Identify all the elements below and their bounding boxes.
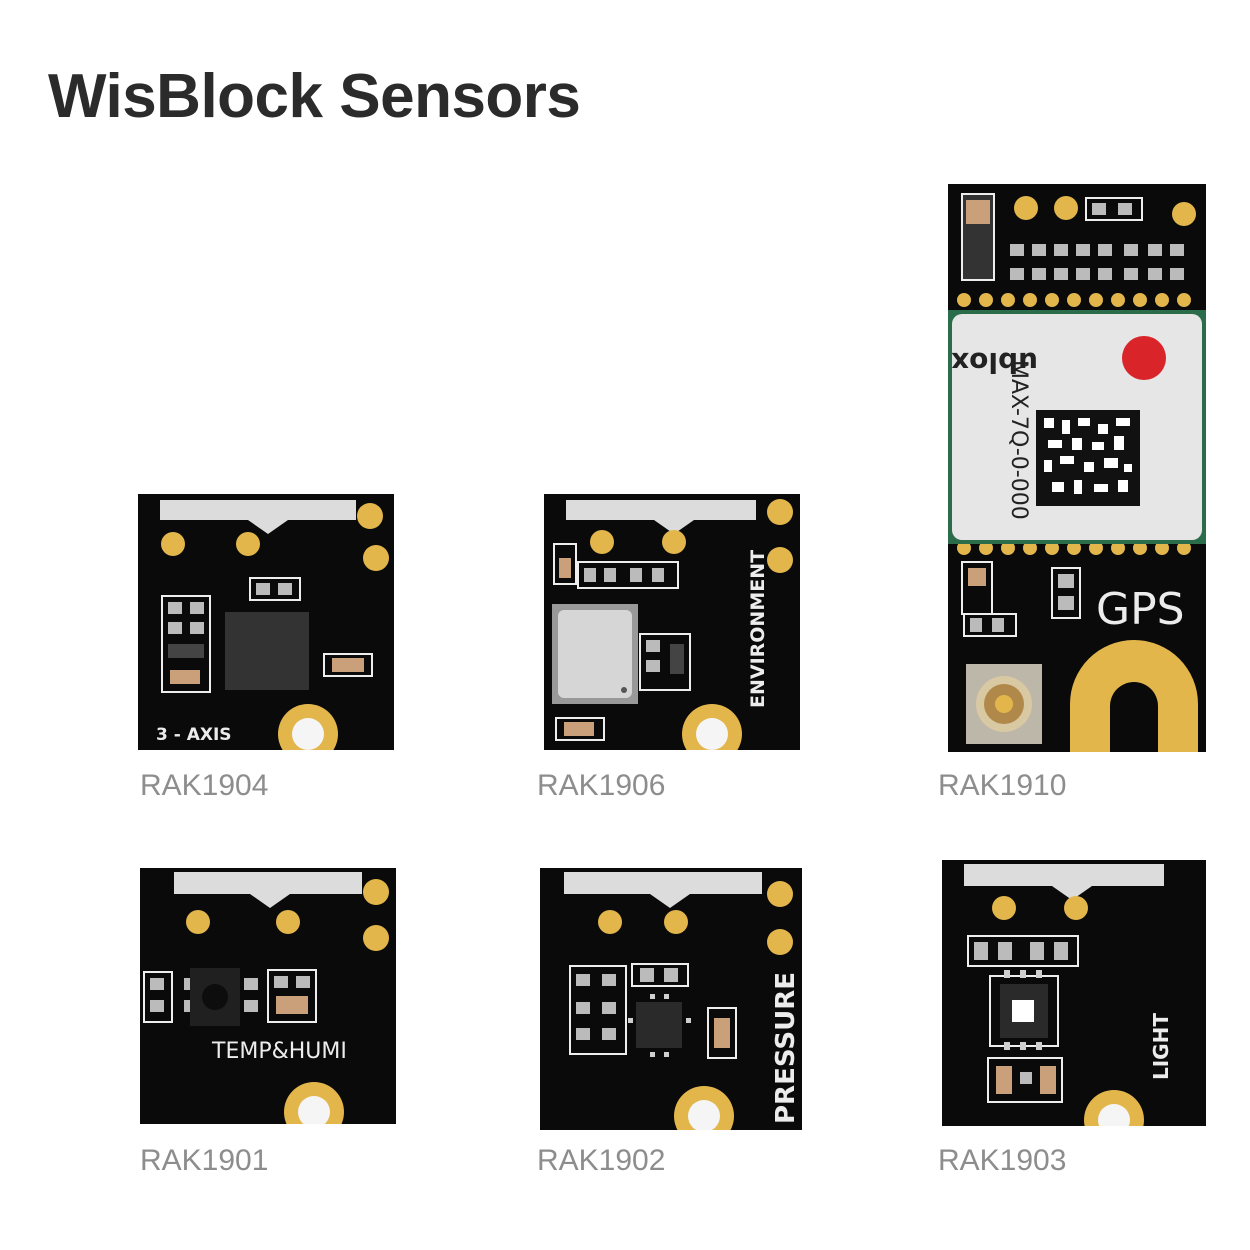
module-rak1906-board: ENVIRONMENT xyxy=(544,494,800,750)
module-rak1910-board: ublox MAX-7Q-0-000 GPS xyxy=(948,184,1206,752)
page-title: WisBlock Sensors xyxy=(48,62,581,131)
rak1901-caption: RAK1901 xyxy=(140,1144,269,1177)
rak1904-board-label: 3 - AXIS xyxy=(156,725,232,745)
module-rak1901-board: TEMP&HUMI xyxy=(140,868,396,1124)
rak1906-board-label: ENVIRONMENT xyxy=(747,550,769,708)
rak1902-board-label: PRESSURE xyxy=(771,972,801,1124)
ublox-brand-text: ublox xyxy=(951,346,1038,379)
rak1901-board-label: TEMP&HUMI xyxy=(211,1039,347,1064)
gps-board-label: GPS xyxy=(1096,584,1185,635)
gps-chip-model: MAX-7Q-0-000 xyxy=(1006,360,1031,520)
rak1901-pcb-graphic: TEMP&HUMI xyxy=(143,872,389,1124)
rak1906-pcb-graphic: ENVIRONMENT xyxy=(552,499,793,750)
rak1903-pcb-graphic: LIGHT xyxy=(964,864,1173,1126)
module-rak1904-board: 3 - AXIS xyxy=(138,494,394,750)
module-rak1903-board: LIGHT xyxy=(942,860,1206,1126)
rak1906-caption: RAK1906 xyxy=(537,769,666,802)
rak1910-caption: RAK1910 xyxy=(938,769,1067,802)
module-rak1902-board: PRESSURE xyxy=(540,868,802,1130)
rak1910-pcb-graphic: ublox MAX-7Q-0-000 GPS xyxy=(948,193,1206,752)
rak1904-pcb-graphic: 3 - AXIS xyxy=(156,500,389,750)
rak1902-caption: RAK1902 xyxy=(537,1144,666,1177)
rak1903-board-label: LIGHT xyxy=(1149,1013,1173,1080)
rak1904-caption: RAK1904 xyxy=(140,769,269,802)
rak1902-pcb-graphic: PRESSURE xyxy=(564,872,801,1130)
rak1903-caption: RAK1903 xyxy=(938,1144,1067,1177)
